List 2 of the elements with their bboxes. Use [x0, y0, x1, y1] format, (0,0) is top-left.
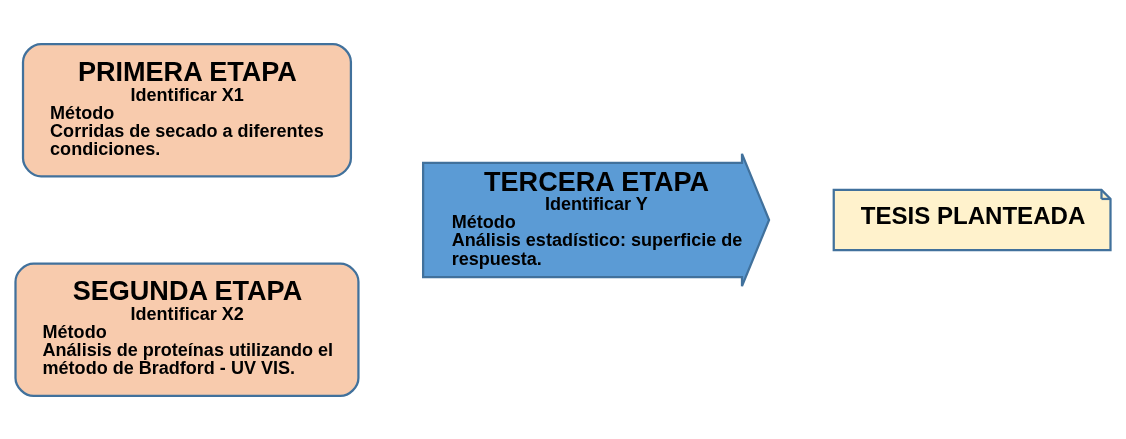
node-box: SEGUNDA ETAPA Identificar X2 Método Análisis de proteínas utilizando el método de Bradford - UV VIS. [14, 262, 360, 397]
node-box: PRIMERA ETAPA Identificar X1 Método Corridas de secado a diferentes condiciones. [21, 42, 353, 177]
